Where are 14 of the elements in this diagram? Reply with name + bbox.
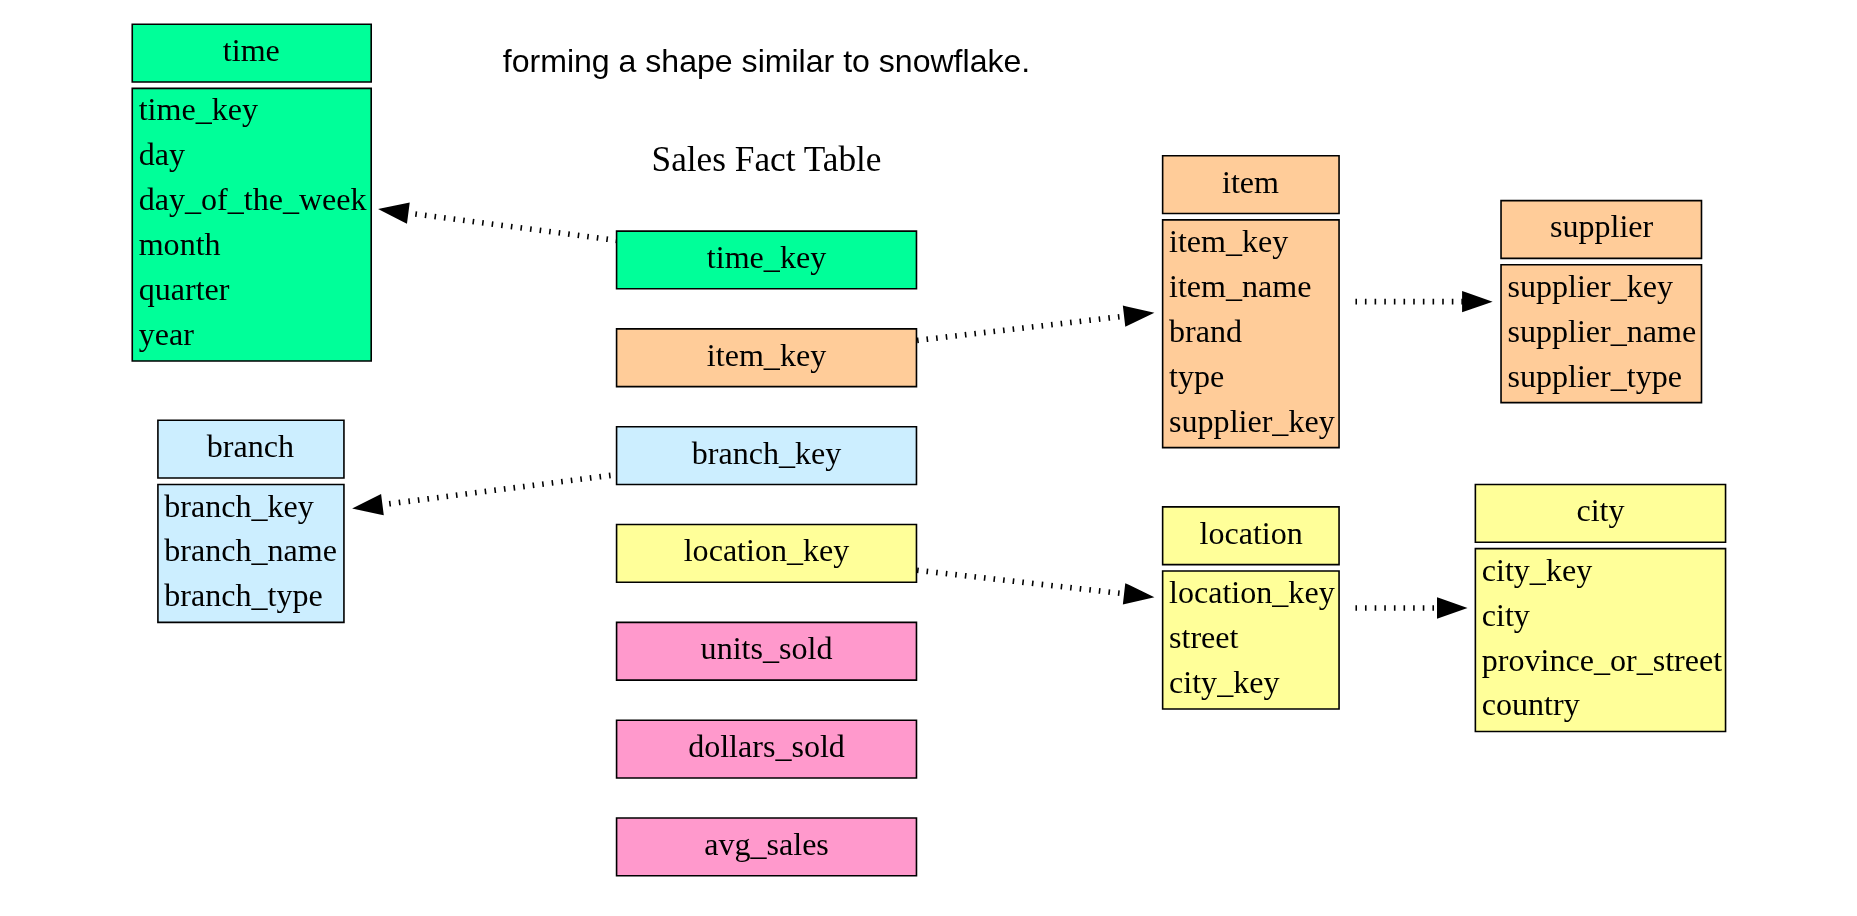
arrow <box>916 305 1155 344</box>
arrow <box>1355 290 1493 313</box>
arrow <box>1355 597 1468 619</box>
arrow <box>378 202 617 244</box>
label: forming a shape similar to snowflake. <box>502 43 1031 80</box>
node-box: branch_key <box>615 425 918 486</box>
node-box: avg_sales <box>615 817 918 877</box>
node-box: item_key <box>615 328 918 388</box>
label: Sales Fact Table <box>651 140 882 180</box>
node-box: dollars_sold <box>615 719 918 779</box>
node-box: location_key <box>615 523 918 584</box>
node-box: time_key <box>615 230 918 290</box>
arrow <box>916 567 1155 605</box>
node-box: units_sold <box>615 621 918 681</box>
